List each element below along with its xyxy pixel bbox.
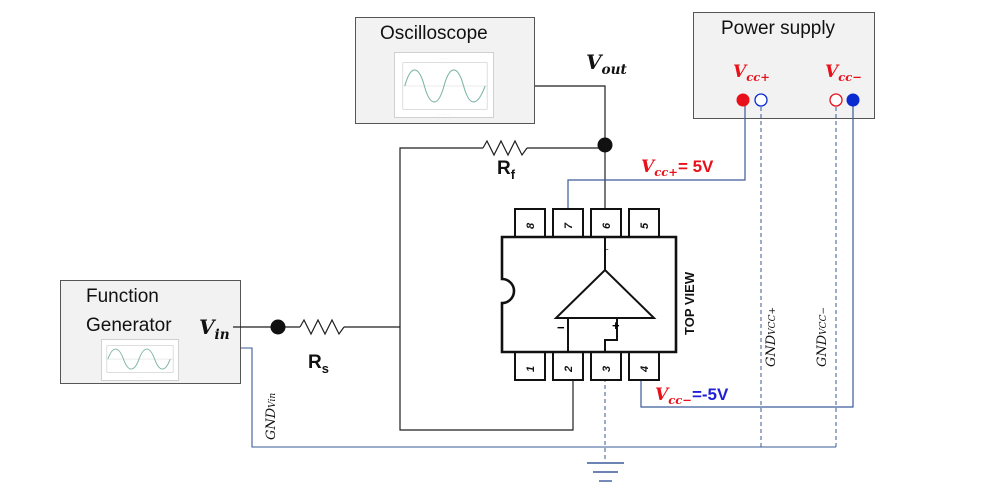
power-supply-title: Power supply: [721, 18, 836, 39]
svg-text:· · · · · · · ·: · · · · · · · ·: [437, 112, 450, 116]
vin-label-sub: in: [214, 326, 230, 343]
ps-vcc-plus-main: V: [733, 62, 747, 82]
ic-internal-pin3: [604, 318, 618, 352]
ic-pin-1: [514, 351, 546, 381]
vcc-minus-terminal: [846, 93, 860, 107]
ps-vcc-plus-sub: cc+: [746, 70, 770, 85]
gnd-vccp-sub: VCC+: [768, 306, 778, 335]
wire-feedback-loop-left: [399, 147, 574, 431]
gnd-vcc-minus-terminal: [829, 93, 843, 107]
gnd-vin-sub: Vin: [268, 392, 278, 408]
inverting-input-sign: −: [557, 320, 565, 335]
oscilloscope-title: Oscilloscope: [380, 23, 488, 44]
svg-text:· · · · · · ·: · · · · · · ·: [438, 56, 450, 60]
vcc-plus-value-label: Vcc+= 5V: [641, 157, 714, 180]
ps-vcc-minus-sub: cc−: [838, 70, 862, 85]
svg-text:· · · · ·: · · · · ·: [136, 375, 144, 379]
vcc-plus-value: = 5V: [677, 157, 714, 176]
vin-label: Vin: [199, 315, 230, 343]
vcc-plus-value-main: V: [641, 157, 655, 177]
vcc-minus-value-main: V: [655, 385, 669, 405]
vcc-minus-value: =-5V: [691, 385, 729, 404]
wire-vout-to-oscilloscope: [535, 85, 606, 145]
gnd-vccp-main: GND: [764, 334, 779, 367]
rf-label-main: R: [497, 158, 511, 179]
vin-node-dot: [270, 319, 286, 335]
vcc-plus-terminal: [736, 93, 750, 107]
op-amp-triangle: [553, 268, 657, 319]
function-generator-box: Function Generator · · · · ·: [60, 280, 241, 384]
vout-node-dot: [597, 137, 613, 153]
gnd-vcc-plus-terminal: [754, 93, 768, 107]
rf-label-sub: f: [510, 166, 516, 182]
oscilloscope-plot-thumbnail: · · · · · · · · · · · · · · ·: [394, 52, 494, 118]
rs-label: Rs: [308, 352, 329, 376]
rs-label-main: R: [308, 352, 322, 373]
vcc-minus-value-label: Vcc−=-5V: [655, 385, 729, 408]
pin-label-5: 5: [639, 222, 651, 229]
function-generator-title-line2: Generator: [86, 315, 172, 336]
pin-label-2: 2: [563, 365, 575, 372]
function-generator-plot-thumbnail: · · · · ·: [101, 339, 179, 381]
ps-vcc-minus-main: V: [825, 62, 839, 82]
wire-gnd-vin: [241, 347, 836, 448]
ic-pin-7: [552, 208, 584, 238]
rf-label: Rf: [497, 158, 516, 182]
pin-label-3: 3: [601, 365, 613, 372]
pin-label-1: 1: [525, 365, 537, 372]
ps-vcc-minus-label: Vcc−: [825, 62, 862, 85]
power-supply-box: Power supply: [693, 12, 875, 119]
vout-label: Vout: [586, 50, 627, 78]
top-view-label: TOP VIEW: [682, 271, 697, 335]
ps-vcc-plus-label: Vcc+: [733, 62, 770, 85]
pin-label-8: 8: [525, 222, 537, 229]
vout-label-sub: out: [601, 61, 627, 78]
wire-vcc-minus-to-pin4: [640, 100, 854, 408]
rs-resistor: [299, 318, 345, 336]
oscilloscope-box: Oscilloscope · · · · · · · · · · · · · ·…: [355, 17, 535, 124]
gnd-vccm-sub: VCC−: [819, 306, 829, 335]
vcc-minus-value-sub: cc−: [668, 393, 692, 408]
gnd-vcc-minus-label: GNDVCC−: [815, 307, 830, 367]
pin-label-7: 7: [563, 222, 575, 229]
gnd-vin-label: GNDVin: [264, 393, 279, 440]
wire-vcc-plus-to-pin7: [567, 100, 746, 212]
vin-label-main: V: [199, 315, 215, 339]
ic-pin-5: [628, 208, 660, 238]
noninverting-input-sign: +: [612, 318, 620, 333]
vout-label-main: V: [586, 50, 602, 74]
gnd-vin-main: GND: [264, 407, 279, 440]
gnd-vcc-plus-label: GNDVCC+: [764, 307, 779, 367]
pin-label-4: 4: [639, 365, 651, 372]
gnd-vccm-main: GND: [815, 334, 830, 367]
pin-label-6: 6: [601, 222, 613, 229]
function-generator-title-line1: Function: [86, 286, 159, 307]
vcc-plus-value-sub: cc+: [654, 165, 678, 180]
rs-label-sub: s: [321, 360, 329, 376]
rf-resistor: [482, 139, 528, 157]
ic-internal-junction: ⌐: [604, 245, 609, 254]
op-amp-ic: ⌐: [500, 208, 678, 381]
